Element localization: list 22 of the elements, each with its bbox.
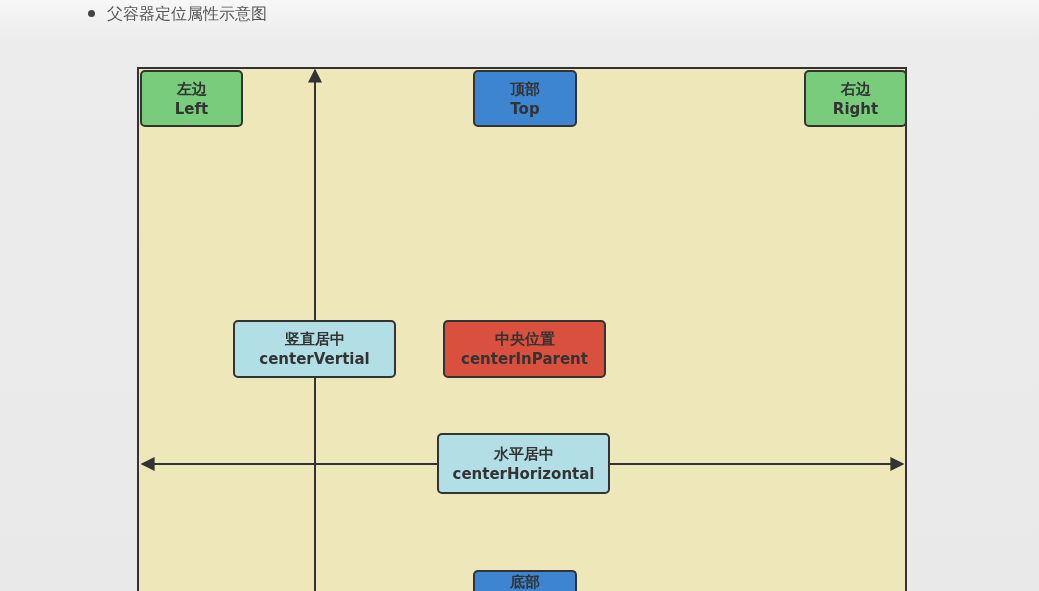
english-label: Left: [174, 98, 209, 119]
position-box: [473, 70, 577, 127]
english-label: centerInParent: [461, 349, 588, 369]
chinese-label: 水平居中: [493, 443, 554, 464]
position-box: [804, 70, 907, 127]
english-label: Top: [510, 98, 540, 119]
chinese-label: 底部: [510, 572, 540, 591]
english-label: Right: [832, 98, 879, 119]
chinese-label: 竖直居中: [284, 329, 345, 349]
position-box: [437, 433, 610, 494]
chinese-label: 右边: [840, 78, 871, 99]
container-panel: [137, 67, 907, 591]
chinese-label: 左边: [176, 78, 207, 99]
english-label: centerHorizontal: [452, 463, 595, 484]
position-box: [233, 320, 396, 378]
position-box: [473, 570, 577, 591]
chinese-label: 中央位置: [494, 329, 555, 349]
position-box: [140, 70, 243, 127]
position-box: [443, 320, 606, 378]
english-label: centerVertial: [259, 349, 370, 369]
chinese-label: 顶部: [510, 78, 540, 99]
list-item-text: 父容器定位属性示意图: [107, 3, 267, 25]
